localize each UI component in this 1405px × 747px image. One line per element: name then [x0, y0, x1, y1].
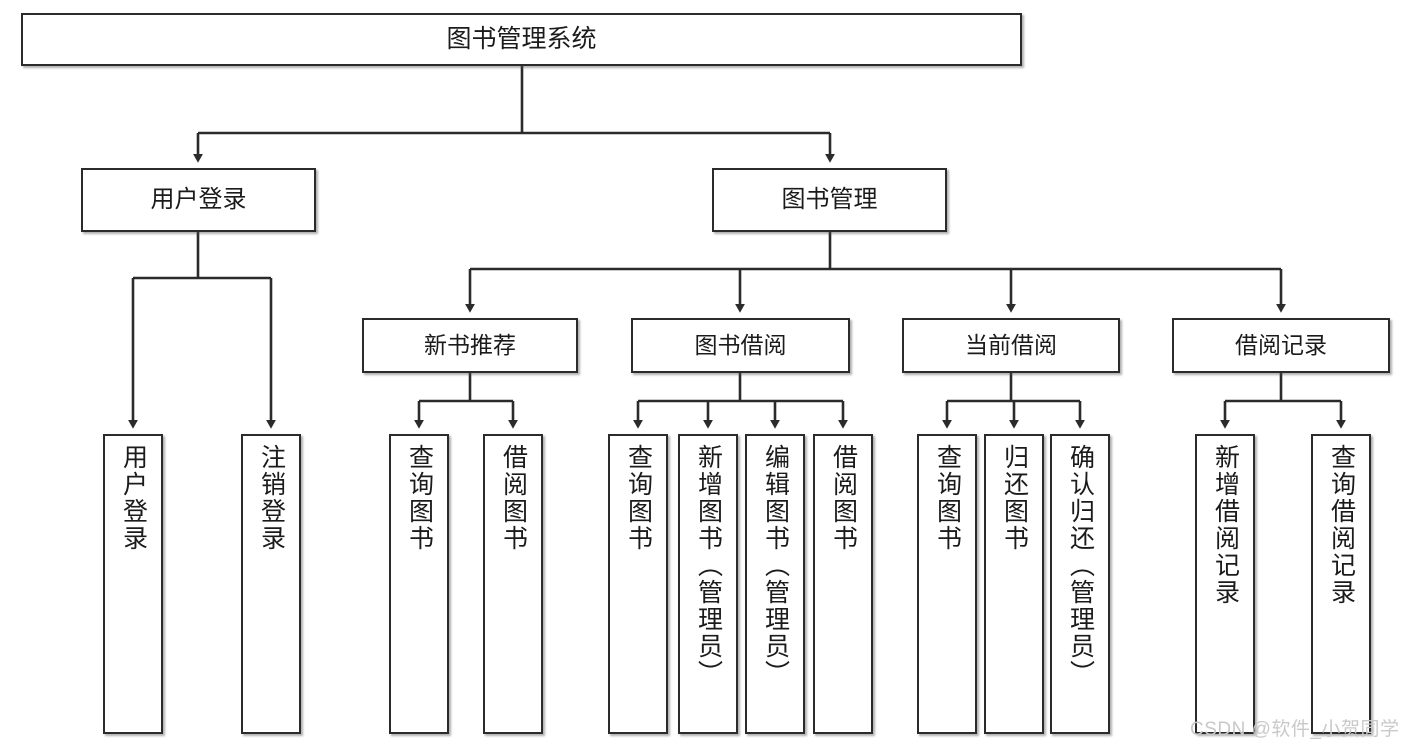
leaf-edit-book-admin[interactable]: 编辑图书（管理员）	[745, 434, 805, 734]
node-label: 查询图书	[624, 444, 653, 552]
node-label: 借阅记录	[1235, 331, 1327, 358]
node-new-book-recommendation[interactable]: 新书推荐	[362, 318, 578, 373]
node-label: 新增借阅记录	[1211, 444, 1240, 606]
node-root[interactable]: 图书管理系统	[21, 13, 1022, 66]
node-book-borrow[interactable]: 图书借阅	[631, 318, 850, 373]
node-label: 确认归还（管理员）	[1066, 444, 1095, 687]
leaf-query-book-borrow[interactable]: 查询图书	[608, 434, 668, 734]
node-label: 新增图书（管理员）	[694, 444, 723, 687]
leaf-confirm-return-admin[interactable]: 确认归还（管理员）	[1050, 434, 1110, 734]
node-label: 图书借阅	[694, 331, 787, 358]
leaf-logout[interactable]: 注销登录	[241, 434, 301, 734]
node-label: 用户登录	[119, 444, 148, 552]
node-book-management[interactable]: 图书管理	[712, 168, 947, 232]
node-label: 借阅图书	[829, 444, 858, 552]
leaf-add-book-admin[interactable]: 新增图书（管理员）	[678, 434, 738, 734]
node-label: 查询借阅记录	[1327, 444, 1356, 606]
node-label: 归还图书	[1000, 444, 1029, 552]
leaf-return-book[interactable]: 归还图书	[984, 434, 1044, 734]
node-label: 查询图书	[405, 444, 434, 552]
node-current-borrow[interactable]: 当前借阅	[902, 318, 1120, 373]
node-label: 新书推荐	[424, 331, 516, 358]
leaf-query-book-current[interactable]: 查询图书	[917, 434, 977, 734]
node-label: 编辑图书（管理员）	[761, 444, 790, 687]
node-label: 用户登录	[150, 185, 247, 213]
leaf-user-login[interactable]: 用户登录	[103, 434, 163, 734]
node-user-login[interactable]: 用户登录	[81, 168, 316, 232]
leaf-borrow-book-recommendation[interactable]: 借阅图书	[483, 434, 543, 734]
leaf-query-borrow-record[interactable]: 查询借阅记录	[1311, 434, 1371, 734]
node-label: 借阅图书	[499, 444, 528, 552]
node-label: 查询图书	[933, 444, 962, 552]
node-label: 注销登录	[257, 444, 286, 552]
node-label: 图书管理系统	[446, 24, 597, 53]
node-label: 图书管理	[781, 185, 878, 213]
leaf-borrow-book[interactable]: 借阅图书	[813, 434, 873, 734]
node-borrow-record[interactable]: 借阅记录	[1172, 318, 1390, 373]
node-label: 当前借阅	[965, 331, 1057, 358]
leaf-add-borrow-record[interactable]: 新增借阅记录	[1195, 434, 1255, 734]
leaf-query-book-recommendation[interactable]: 查询图书	[389, 434, 449, 734]
